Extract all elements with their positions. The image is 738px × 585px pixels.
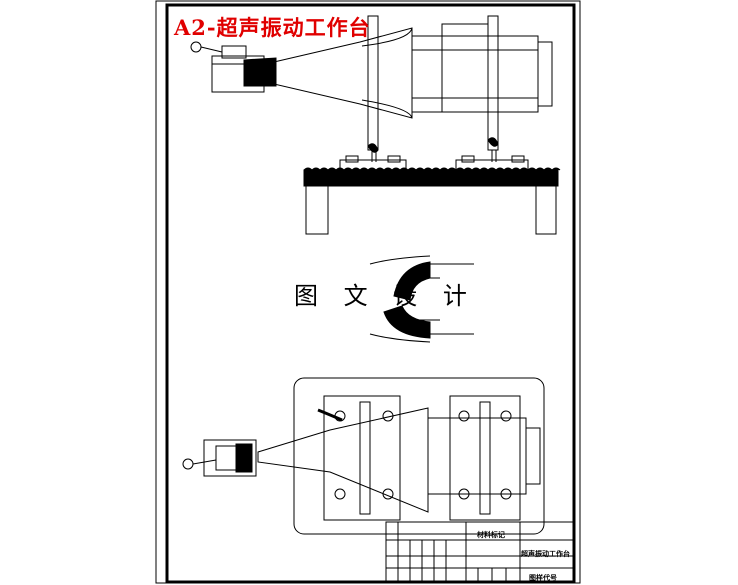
plan-view <box>182 377 545 535</box>
material-mark-label: 材料标记 <box>477 530 505 539</box>
title-block <box>385 521 575 583</box>
bolt-head-icon <box>182 458 194 470</box>
watermark-text: 图 文 设 计 <box>294 282 476 310</box>
drawing-title: A2-超声振动工作台 <box>174 15 371 40</box>
side-elevation-view <box>190 15 561 235</box>
drawing-name-label: 超声振动工作台 <box>521 549 570 558</box>
bolt-head-icon <box>190 41 202 53</box>
drawing-code-label: 图样代号 <box>529 573 557 582</box>
inner-frame <box>165 3 576 584</box>
section-view <box>369 255 474 343</box>
